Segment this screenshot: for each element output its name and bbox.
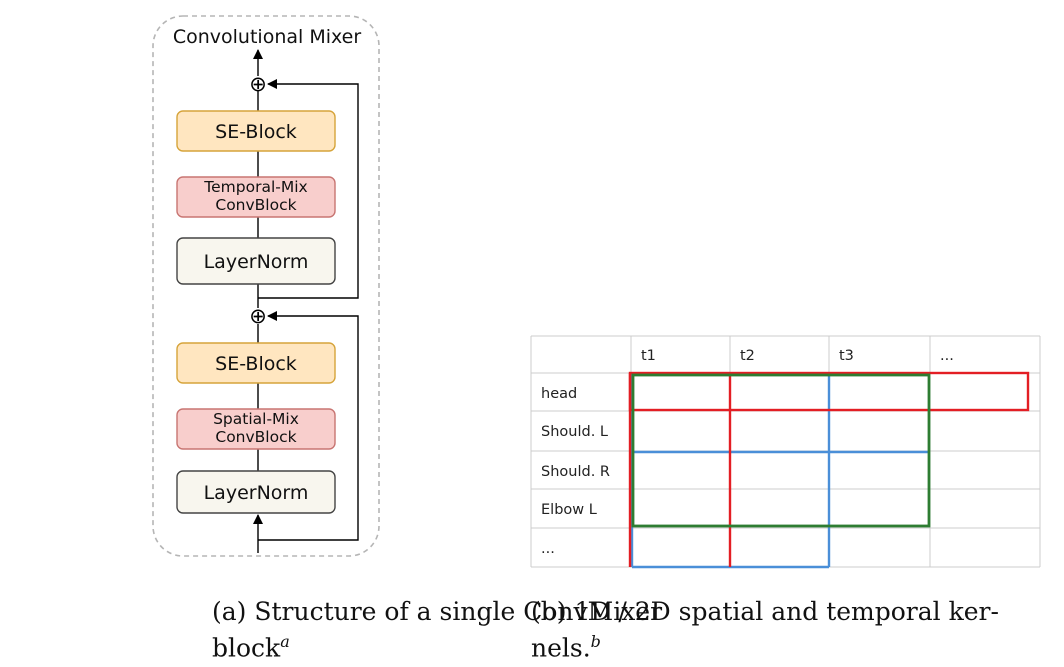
grid-column-header: t1 bbox=[641, 348, 656, 364]
mixer-block-box bbox=[176, 470, 336, 514]
green-2d-kernel bbox=[631, 373, 931, 528]
caption-b-line1: (b) 1D / 2D spatial and temporal ker- bbox=[531, 597, 999, 626]
mixer-block-box bbox=[176, 237, 336, 285]
caption-b: (b) 1D / 2D spatial and temporal ker- bbox=[531, 593, 999, 631]
caption-a-footnote: a bbox=[280, 632, 290, 651]
mixer-dashed-frame bbox=[152, 15, 380, 557]
grid-row-header: Should. L bbox=[541, 424, 608, 440]
mixer-block-label: ConvBlock bbox=[215, 428, 296, 446]
mixer-block-box bbox=[176, 176, 336, 218]
caption-b-footnote: b bbox=[590, 632, 601, 651]
mixer-block: LayerNorm bbox=[176, 470, 336, 514]
add-symbol-lower: ⊕ bbox=[249, 304, 267, 328]
mixer-block-box bbox=[176, 408, 336, 450]
mixer-block-label: LayerNorm bbox=[204, 482, 309, 504]
mixer-block-box bbox=[176, 110, 336, 152]
mixer-block: SE-Block bbox=[176, 342, 336, 384]
red-kernels bbox=[628, 371, 1030, 567]
caption-a-line2: block bbox=[212, 633, 281, 663]
mixer-block-label: Temporal-Mix bbox=[203, 178, 307, 196]
grid-column-header: ... bbox=[940, 348, 954, 364]
mixer-title: Convolutional Mixer bbox=[173, 26, 362, 48]
caption-a-second-line: blocka bbox=[212, 623, 290, 667]
residual-connection-upper bbox=[258, 79, 359, 299]
mixer-block-label: SE-Block bbox=[215, 121, 297, 143]
grid-row-header: head bbox=[541, 386, 577, 402]
grid-row-header: Should. R bbox=[541, 464, 610, 480]
mixer-block: SE-Block bbox=[176, 110, 336, 152]
mixer-block-label: SE-Block bbox=[215, 353, 297, 375]
grid-column-header: t3 bbox=[839, 348, 854, 364]
mixer-block-box bbox=[176, 342, 336, 384]
grid-row-header: ... bbox=[541, 541, 555, 557]
caption-b-second-line: nels.b bbox=[531, 623, 601, 667]
mixer-blocks: SE-BlockTemporal-MixConvBlockLayerNormSE… bbox=[176, 110, 336, 514]
grid-column-header: t2 bbox=[740, 348, 755, 364]
mixer-block: LayerNorm bbox=[176, 237, 336, 285]
add-symbol-upper: ⊕ bbox=[249, 72, 267, 96]
grid-row-header: Elbow L bbox=[541, 502, 597, 518]
convmixer-diagram: Convolutional Mixer ⊕ ⊕ SE-BlockTemporal… bbox=[152, 15, 380, 557]
caption-b-line2: nels. bbox=[531, 633, 591, 663]
mixer-block-label: Spatial-Mix bbox=[213, 410, 299, 428]
blue-kernels bbox=[630, 373, 930, 569]
mixer-block-label: LayerNorm bbox=[204, 251, 309, 273]
caption-a-line1: (a) Structure of a single ConvMixer bbox=[212, 597, 663, 626]
caption-a: (a) Structure of a single ConvMixer bbox=[212, 593, 662, 631]
mixer-block-label: ConvBlock bbox=[215, 196, 296, 214]
residual-connection-lower bbox=[258, 311, 359, 541]
